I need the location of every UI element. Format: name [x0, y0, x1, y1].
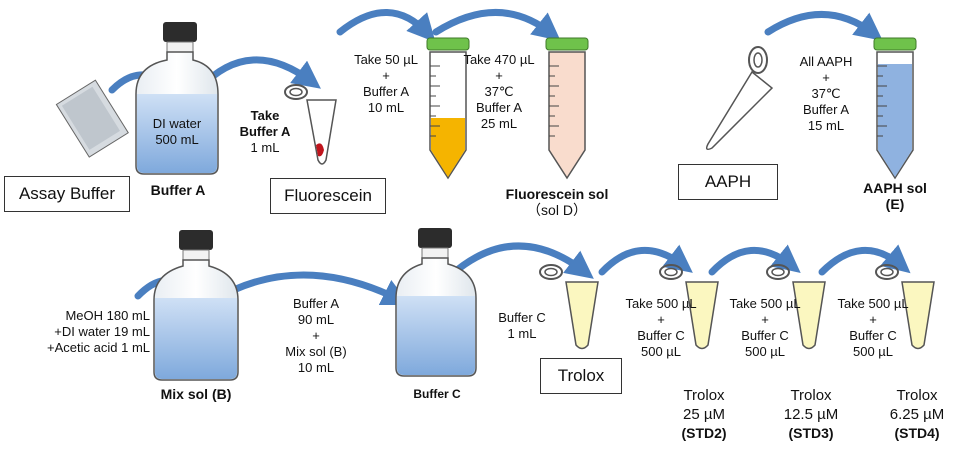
aaph-step-text: All AAPH + 37℃ Buffer A 15 mL	[786, 54, 866, 134]
fluorescein-sol-name: Fluorescein sol	[505, 186, 609, 202]
step2-line4: Buffer A	[475, 100, 522, 115]
aaph-step-line1: All AAPH	[799, 54, 853, 69]
buffer-a-bottle	[135, 22, 219, 175]
arrow-buffer-c-to-trolox	[446, 242, 594, 280]
dilution-step-1: Take 500 µL + Buffer C 500 µL	[618, 296, 704, 360]
dilution-1-line3: Buffer C	[637, 328, 685, 343]
aaph-sol-id: (E)	[885, 196, 905, 212]
fluorescein-sol-tube	[545, 37, 589, 180]
trolox-step-line2: 1 mL	[507, 326, 537, 341]
aaph-microtube	[705, 46, 774, 151]
dilution-3-line1: Take 500 µL	[837, 296, 909, 311]
measuring-cup	[55, 79, 129, 158]
take-buffer-text: Take Buffer A 1 mL	[230, 108, 300, 156]
trolox-tube-std2	[659, 264, 719, 350]
std2-conc: 25 µM	[683, 406, 725, 423]
buffer-c-recipe-line5: 10 mL	[297, 360, 335, 375]
buffer-a-line1: DI water	[152, 116, 202, 131]
buffer-c-recipe-line3: +	[312, 328, 320, 343]
dilution-3-line4: 500 µL	[852, 344, 894, 359]
buffer-a-line2: 500 mL	[155, 132, 199, 147]
buffer-c-recipe-line2: 90 mL	[297, 312, 335, 327]
dilution-1-line4: 500 µL	[640, 344, 682, 359]
step1-text: Take 50 µL + Buffer A 10 mL	[346, 52, 426, 116]
step1-line4: 10 mL	[367, 100, 405, 115]
aaph-step-line2: +	[822, 70, 830, 85]
mix-recipe-line2: +DI water 19 mL	[54, 324, 150, 339]
fluorescein-box: Fluorescein	[270, 178, 386, 214]
buffer-a-label: Buffer A	[150, 182, 206, 198]
aaph-sol-tube	[873, 37, 917, 180]
aaph-box: AAPH	[678, 164, 778, 200]
step2-text: Take 470 µL + 37℃ Buffer A 25 mL	[456, 52, 542, 132]
assay-buffer-box: Assay Buffer	[4, 176, 130, 212]
arrow-to-aaph-tube	[764, 11, 883, 41]
standard-std2: Trolox 25 µM (STD2)	[668, 386, 740, 443]
mix-sol-label: Mix sol (B)	[160, 386, 232, 402]
arrow-dilution-3	[818, 244, 911, 276]
trolox-tube-std3	[766, 264, 826, 350]
dilution-1-line2: +	[657, 312, 665, 327]
standard-std4: Trolox 6.25 µM (STD4)	[878, 386, 956, 443]
dilution-2-line1: Take 500 µL	[729, 296, 801, 311]
standard-std3: Trolox 12.5 µM (STD3)	[772, 386, 850, 443]
aaph-sol-label: AAPH sol (E)	[852, 180, 938, 212]
aaph-sol-name: AAPH sol	[863, 180, 927, 196]
fluorescein-stock-tube	[426, 37, 470, 180]
aaph-step-line5: 15 mL	[807, 118, 845, 133]
buffer-a-contents: DI water 500 mL	[142, 116, 212, 148]
dilution-2-line4: 500 µL	[744, 344, 786, 359]
arrow-to-tube-1	[336, 9, 436, 43]
mix-sol-bottle	[153, 230, 239, 381]
std4-name: Trolox	[896, 387, 938, 404]
trolox-tube-stock	[539, 264, 599, 350]
arrow-dilution-1	[598, 244, 693, 276]
trolox-step-line1: Buffer C	[498, 310, 546, 325]
step1-line2: +	[382, 68, 390, 83]
fluorescein-sol-id: （sol D）	[527, 202, 587, 218]
dilution-3-line2: +	[869, 312, 877, 327]
step2-line5: 25 mL	[480, 116, 518, 131]
take-buffer-line2: Buffer A	[239, 124, 291, 139]
mix-recipe-line1: MeOH 180 mL	[65, 308, 150, 323]
take-buffer-line3: 1 mL	[250, 140, 280, 155]
buffer-c-recipe-line4: Mix sol (B)	[285, 344, 347, 359]
step2-line1: Take 470 µL	[463, 52, 535, 67]
arrow-to-tube-2	[432, 9, 561, 42]
trolox-tube-std4	[875, 264, 935, 350]
buffer-c-recipe-line1: Buffer A	[292, 296, 339, 311]
trolox-box: Trolox	[540, 358, 622, 394]
dilution-1-line1: Take 500 µL	[625, 296, 697, 311]
std3-id: (STD3)	[788, 425, 834, 441]
buffer-c-recipe-text: Buffer A 90 mL + Mix sol (B) 10 mL	[268, 296, 364, 376]
std3-name: Trolox	[790, 387, 832, 404]
mix-recipe-text: MeOH 180 mL +DI water 19 mL +Acetic acid…	[28, 308, 150, 356]
step2-line2: +	[495, 68, 503, 83]
fluorescein-microtube	[284, 84, 337, 165]
fluorescein-sol-label: Fluorescein sol （sol D）	[492, 186, 622, 218]
dilution-3-line3: Buffer C	[849, 328, 897, 343]
aaph-step-line4: Buffer A	[802, 102, 849, 117]
std4-conc: 6.25 µM	[889, 406, 945, 423]
buffer-c-bottle	[395, 228, 477, 377]
aaph-step-line3: 37℃	[811, 86, 841, 101]
buffer-c-label: Buffer C	[413, 387, 461, 401]
dilution-2-line3: Buffer C	[741, 328, 789, 343]
arrow-dilution-2	[708, 244, 801, 276]
take-buffer-line1: Take	[250, 108, 280, 123]
std3-conc: 12.5 µM	[783, 406, 839, 423]
step1-line3: Buffer A	[362, 84, 409, 99]
dilution-2-line2: +	[761, 312, 769, 327]
std4-id: (STD4)	[894, 425, 940, 441]
dilution-step-3: Take 500 µL + Buffer C 500 µL	[830, 296, 916, 360]
trolox-step-text: Buffer C 1 mL	[490, 310, 554, 342]
step1-line1: Take 50 µL	[354, 52, 418, 67]
mix-recipe-line3: +Acetic acid 1 mL	[47, 340, 150, 355]
std2-name: Trolox	[683, 387, 725, 404]
std2-id: (STD2)	[681, 425, 727, 441]
step2-line3: 37℃	[484, 84, 514, 99]
dilution-step-2: Take 500 µL + Buffer C 500 µL	[722, 296, 808, 360]
